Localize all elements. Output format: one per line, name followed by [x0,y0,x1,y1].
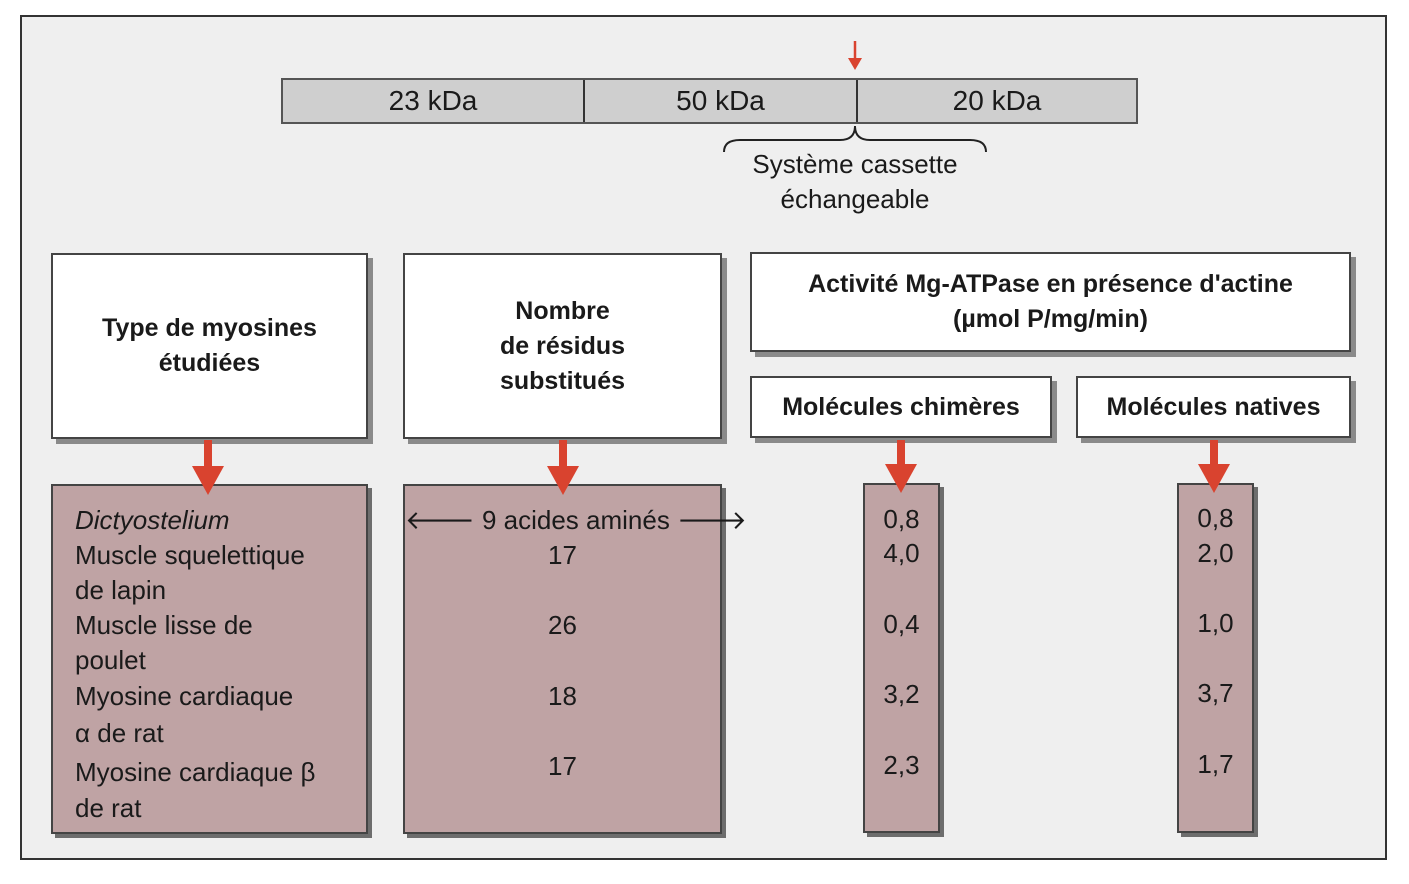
cassette-brace [723,125,987,153]
header-activity: Activité Mg-ATPase en présence d'actine … [750,252,1351,352]
myosin-row-5-line-2: de rat [75,793,142,823]
residues-row-2: 17 [548,540,577,570]
panel-myosin-types: Dictyostelium Muscle squelettique de lap… [51,484,368,834]
header-native-label: Molécules natives [1106,392,1321,421]
header-native: Molécules natives [1076,376,1351,438]
cassette-label-line-2: échangeable [780,184,930,214]
native-row-2: 2,0 [1197,538,1234,568]
cleavage-arrow-icon [848,41,862,70]
myosin-row-4-line-2: α de rat [75,718,164,748]
header-myosin-type-line-2: étudiées [158,349,261,377]
domain-segment-50kda: 50 kDa [583,80,856,122]
myosin-row-2-line-1: Muscle squelettique [75,540,305,570]
arrow-down-native-icon [1198,440,1230,493]
header-residues-line-3: substitués [499,366,626,395]
chimeric-row-3: 0,4 [883,609,920,639]
residues-row-5: 17 [548,751,577,781]
myosin-row-5-line-1: Myosine cardiaque β [75,757,316,787]
domain-segment-23kda: 23 kDa [388,85,478,116]
myosin-row-2-line-2: de lapin [75,575,167,605]
panel-residues: 🡐 9 acides aminés 🡒 17 26 18 17 [403,484,747,834]
header-residues-line-2: de résidus [499,331,626,360]
residues-row-1: 🡐 9 acides aminés 🡒 [405,502,747,538]
cassette-label: Système cassette échangeable [700,147,1010,217]
chimeric-row-2: 4,0 [883,538,920,568]
header-myosin-type: Type de myosines étudiées [51,253,368,439]
header-activity-line-1: Activité Mg-ATPase en présence d'actine [808,270,1293,298]
header-residues: Nombre de résidus substitués [403,253,722,439]
header-chimeric: Molécules chimères [750,376,1052,438]
cassette-label-line-1: Système cassette [752,149,958,179]
domain-segment-20kda: 20 kDa [856,80,1136,122]
arrow-down-myosin-icon [192,440,224,495]
myosin-row-1: Dictyostelium [75,505,230,535]
arrow-down-chimeric-icon [885,440,917,493]
panel-native-values: 0,8 2,0 1,0 3,7 1,7 [1177,483,1254,833]
arrow-left-icon: 🡐 [405,505,475,535]
residues-row-3: 26 [548,610,577,640]
header-chimeric-label: Molécules chimères [782,392,1020,421]
header-myosin-type-line-1: Type de myosines [102,314,317,342]
native-row-3: 1,0 [1197,608,1234,638]
chimeric-row-4: 3,2 [883,679,920,709]
native-row-4: 3,7 [1197,678,1234,708]
protein-domain-bar: 23 kDa 50 kDa 20 kDa [281,78,1138,124]
myosin-row-3-line-1: Muscle lisse de [75,610,253,640]
arrow-right-icon: 🡒 [677,505,747,535]
native-row-1: 0,8 [1197,503,1234,533]
residues-row-1-label: 9 acides aminés [481,505,670,535]
native-row-5: 1,7 [1197,749,1234,779]
panel-chimeric-values: 0,8 4,0 0,4 3,2 2,3 [863,483,940,833]
arrow-down-residues-icon [547,440,579,495]
chimeric-row-1: 0,8 [883,504,920,534]
residues-row-4: 18 [548,681,577,711]
chimeric-row-5: 2,3 [883,750,920,780]
myosin-row-4-line-1: Myosine cardiaque [75,681,294,711]
header-residues-line-1: Nombre [515,296,610,325]
myosin-row-3-line-2: poulet [75,645,146,675]
header-activity-line-2: (µmol P/mg/min) [953,305,1148,333]
